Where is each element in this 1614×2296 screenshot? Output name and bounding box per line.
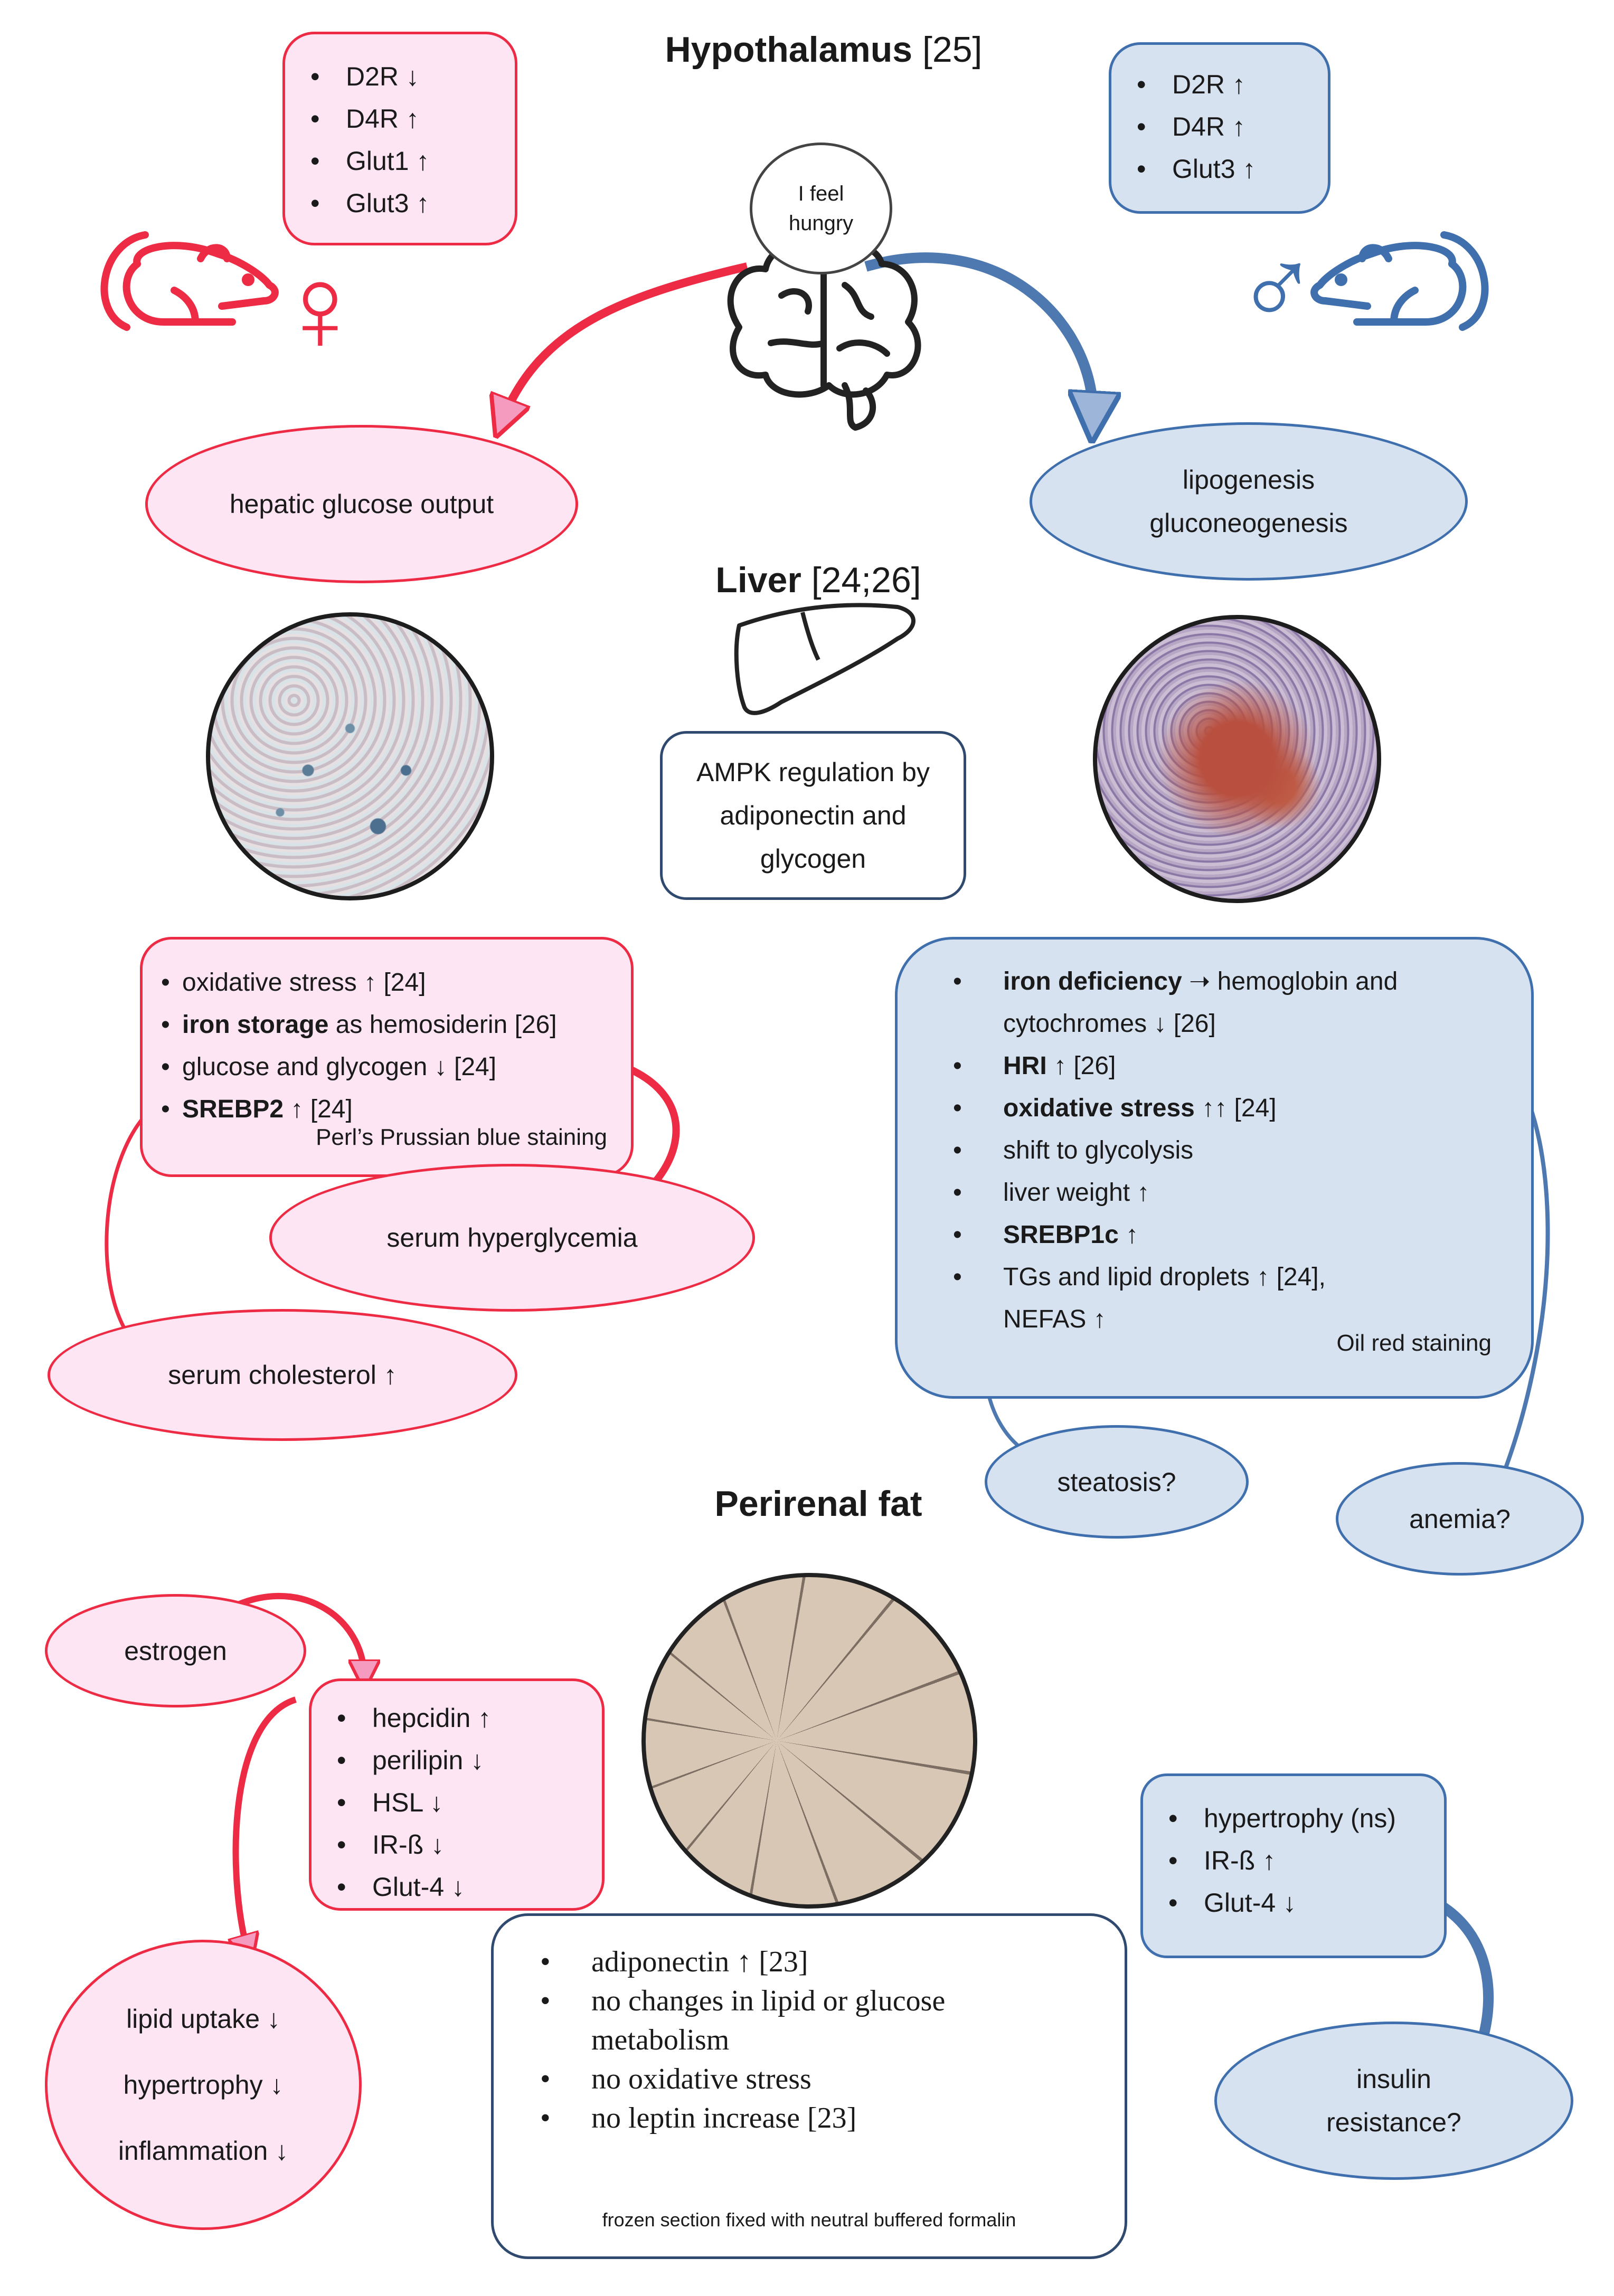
list-item: hypertrophy (ns) (1154, 1797, 1439, 1839)
list-item: D2R ↑ (1122, 63, 1323, 106)
perirenal-title-text: Perirenal fat (714, 1484, 922, 1524)
perirenal-center-box: adiponectin ↑ [23] no changes in lipid o… (491, 1913, 1127, 2259)
list-item: •SREBP1c ↑ (953, 1221, 1139, 1249)
liver-title: Liver [24;26] (634, 559, 1003, 601)
serum-cholesterol-ellipse: serum cholesterol ↑ (48, 1309, 517, 1441)
perirenal-center-caption: frozen section fixed with neutral buffer… (602, 2209, 1016, 2231)
list-item: adiponectin ↑ [23] (525, 1942, 1109, 1981)
list-item: no leptin increase [23] (525, 2099, 1109, 2138)
hypothalamus-female-box: D2R ↓ D4R ↑ Glut1 ↑ Glut3 ↑ (282, 32, 517, 245)
prussian-blue-micrograph (206, 612, 494, 900)
arrow-list-to-effects (236, 1696, 297, 1953)
list-item: •iron deficiency ➝ hemoglobin and cytoch… (953, 967, 1398, 1038)
perirenal-male-box: hypertrophy (ns) IR-ß ↑ Glut-4 ↓ (1140, 1773, 1447, 1958)
liver-female-list: •oxidative stress ↑ [24] •iron storage a… (156, 962, 626, 1131)
list-item: •TGs and lipid droplets ↑ [24], NEFAS ↑ (953, 1263, 1326, 1333)
list-item: Glut3 ↑ (296, 182, 509, 224)
list-item: •oxidative stress ↑↑ [24] (953, 1094, 1277, 1122)
list-item: D4R ↑ (1122, 106, 1323, 148)
lipogenesis-label: lipogenesis gluconeogenesis (1149, 465, 1348, 538)
perirenal-female-list: hepcidin ↑ perilipin ↓ HSL ↓ IR-ß ↓ Glut… (322, 1697, 597, 1908)
list-item: D4R ↑ (296, 98, 509, 140)
perirenal-female-box: hepcidin ↑ perilipin ↓ HSL ↓ IR-ß ↓ Glut… (309, 1678, 605, 1911)
ampk-box: AMPK regulation by adiponectin and glyco… (660, 731, 966, 900)
hepatic-glucose-output-ellipse: hepatic glucose output (145, 425, 578, 583)
speech-text: I feel hungry (788, 182, 854, 235)
liver-icon (734, 603, 915, 715)
list-item: •glucose and glycogen ↓ [24] (161, 1053, 497, 1081)
estrogen-label: estrogen (124, 1636, 227, 1666)
list-item: hepcidin ↑ (322, 1697, 597, 1739)
list-item: IR-ß ↑ (1154, 1839, 1439, 1882)
list-item: Glut3 ↑ (1122, 148, 1323, 190)
serum-cholesterol-label: serum cholesterol ↑ (168, 1360, 397, 1390)
anemia-label: anemia? (1409, 1504, 1511, 1534)
perirenal-male-list: hypertrophy (ns) IR-ß ↑ Glut-4 ↓ (1154, 1797, 1439, 1924)
list-item: no oxidative stress (525, 2060, 1109, 2099)
list-item: HSL ↓ (322, 1781, 597, 1824)
perirenal-center-list: adiponectin ↑ [23] no changes in lipid o… (525, 1942, 1109, 2138)
list-item: Glut1 ↑ (296, 140, 509, 182)
arrow-estrogen-to-list (225, 1593, 364, 1678)
list-item: IR-ß ↓ (322, 1824, 597, 1866)
perirenal-female-effects-ellipse: lipid uptake ↓ hypertrophy ↓ inflammatio… (45, 1940, 362, 2230)
list-item: •SREBP2 ↑ [24] (161, 1095, 353, 1123)
serum-hyperglycemia-ellipse: serum hyperglycemia (269, 1164, 755, 1312)
liver-male-list: •iron deficiency ➝ hemoglobin and cytoch… (953, 961, 1521, 1341)
steatosis-ellipse: steatosis? (985, 1425, 1249, 1539)
rat-icon (1310, 231, 1489, 331)
arrow-brain-to-hepatic-output (502, 262, 748, 422)
liver-female-box: •oxidative stress ↑ [24] •iron storage a… (140, 937, 634, 1177)
list-item: •shift to glycolysis (953, 1136, 1194, 1164)
list-item: •oxidative stress ↑ [24] (161, 969, 426, 997)
hypothalamus-title-text: Hypothalamus (665, 30, 913, 70)
liver-male-box: •iron deficiency ➝ hemoglobin and cytoch… (895, 937, 1534, 1399)
list-item: no changes in lipid or glucose metabolis… (525, 1981, 1003, 2060)
ampk-label: AMPK regulation by adiponectin and glyco… (696, 757, 930, 874)
liver-female-caption: Perl’s Prussian blue staining (316, 1124, 607, 1150)
insulin-resistance-ellipse: insulin resistance? (1214, 2022, 1573, 2180)
estrogen-ellipse: estrogen (45, 1594, 306, 1707)
lipogenesis-ellipse: lipogenesis gluconeogenesis (1030, 422, 1468, 581)
hypothalamus-male-list: D2R ↑ D4R ↑ Glut3 ↑ (1122, 63, 1323, 190)
anemia-ellipse: anemia? (1336, 1462, 1584, 1576)
list-item: •iron storage as hemosiderin [26] (161, 1011, 557, 1039)
arrow-brain-to-lipogenesis (864, 252, 1093, 422)
hypothalamus-ref: [25] (922, 30, 983, 70)
list-item: D2R ↓ (296, 55, 509, 98)
serum-hyperglycemia-label: serum hyperglycemia (386, 1223, 638, 1253)
lipid-uptake-label: lipid uptake ↓ (126, 2004, 280, 2034)
inflammation-label: inflammation ↓ (118, 2136, 289, 2166)
liver-male-caption: Oil red staining (1336, 1330, 1492, 1356)
adipose-micrograph (641, 1573, 977, 1909)
list-item: •liver weight ↑ (953, 1179, 1150, 1207)
rat-icon (100, 231, 279, 331)
insulin-resistance-label: insulin resistance? (1326, 2064, 1461, 2137)
hypothalamus-male-box: D2R ↑ D4R ↑ Glut3 ↑ (1109, 42, 1330, 214)
list-item: perilipin ↓ (322, 1739, 597, 1781)
oil-red-micrograph (1093, 615, 1381, 903)
hypothalamus-title: Hypothalamus [25] (591, 29, 1056, 70)
hypertrophy-label: hypertrophy ↓ (123, 2070, 284, 2100)
male-symbol-icon: ♂ (1235, 225, 1319, 349)
list-item: •HRI ↑ [26] (953, 1052, 1116, 1080)
liver-title-text: Liver (715, 560, 801, 600)
list-item: Glut-4 ↓ (322, 1866, 597, 1908)
liver-ref: [24;26] (811, 560, 921, 600)
list-item: Glut-4 ↓ (1154, 1882, 1439, 1924)
female-symbol-icon: ♀ (275, 241, 366, 376)
hypothalamus-female-list: D2R ↓ D4R ↑ Glut1 ↑ Glut3 ↑ (296, 55, 509, 224)
speech-bubble: I feel hungry (750, 143, 892, 274)
steatosis-label: steatosis? (1057, 1467, 1176, 1497)
perirenal-title: Perirenal fat (607, 1483, 1030, 1524)
hepatic-glucose-output-label: hepatic glucose output (229, 489, 494, 519)
